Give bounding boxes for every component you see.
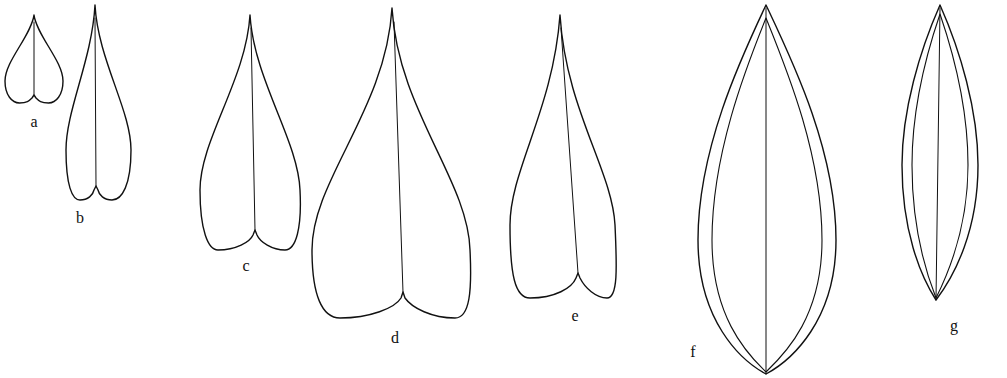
leaf-a [5, 15, 63, 103]
leaf-b [66, 5, 131, 200]
figure-letter: g [948, 317, 960, 335]
figure-letter: a [28, 113, 39, 131]
figure-letter: e [569, 307, 580, 325]
leaf-f [698, 5, 836, 374]
figure-letter: f [688, 343, 697, 361]
leaf-e [510, 15, 616, 298]
leaf-g [902, 5, 978, 300]
leaf-c [200, 15, 300, 250]
figure-letter: b [74, 209, 86, 227]
figure-letter: c [240, 257, 251, 275]
leaf-d [312, 8, 471, 318]
figure-letter: d [389, 329, 401, 347]
